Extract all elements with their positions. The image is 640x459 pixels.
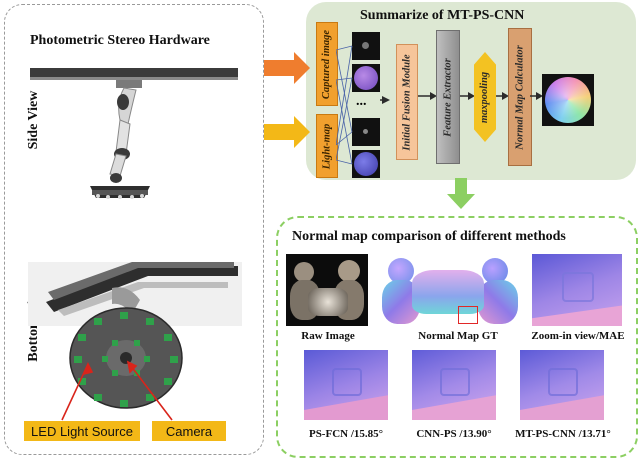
raw-image-thumb xyxy=(286,254,368,326)
mt-ps-cnn-result-thumb xyxy=(520,350,604,420)
captured-image-thumb-1 xyxy=(352,32,380,60)
initial-fusion-module-block: Initial Fusion Module xyxy=(396,44,418,160)
hardware-title: Photometric Stereo Hardware xyxy=(30,33,210,48)
light-map-thumb-1 xyxy=(352,118,380,146)
pipeline-title: Summarize of MT-PS-CNN xyxy=(360,8,525,23)
calculator-to-output-arrow xyxy=(530,92,543,100)
ceiling-rail xyxy=(30,68,238,77)
cnn-ps-result-thumb xyxy=(412,350,496,420)
light-ring-side xyxy=(90,186,150,199)
raw-image-caption: Raw Image xyxy=(301,330,355,342)
zoom-region-box xyxy=(458,306,478,324)
fusion-to-extractor-arrow xyxy=(418,92,437,100)
yellow-arrow-icon xyxy=(264,116,310,148)
captured-image-thumb-2 xyxy=(352,64,380,92)
comparison-panel xyxy=(276,216,638,458)
mt-ps-cnn-caption: MT-PS-CNN /13.71° xyxy=(515,428,611,440)
ellipsis-text: ... xyxy=(356,94,367,109)
zoom-in-gt-thumb xyxy=(532,254,622,326)
input-arrows xyxy=(264,52,310,148)
camera-tag: Camera xyxy=(152,421,226,441)
captured-image-column: Captured image xyxy=(316,22,338,106)
bottom-view-illustration xyxy=(28,262,242,421)
maxpooling-block: maxpooling xyxy=(474,52,496,142)
ps-fcn-caption: PS-FCN /15.85° xyxy=(308,428,384,440)
zoom-in-caption: Zoom-in view/MAE xyxy=(531,330,625,342)
ps-fcn-result-thumb xyxy=(304,350,388,420)
led-light-source-tag: LED Light Source xyxy=(24,421,140,441)
normal-map-calculator-block: Normal Map Calculator xyxy=(508,28,532,166)
hardware-panel xyxy=(4,4,264,455)
orange-arrow-icon xyxy=(264,52,310,84)
maxpool-to-calculator-arrow xyxy=(496,92,509,100)
side-view-robot-illustration xyxy=(30,68,238,199)
connector-lines xyxy=(336,45,390,165)
normal-map-gt-thumb xyxy=(376,254,524,326)
robot-arm xyxy=(109,87,137,183)
normal-map-gt-caption: Normal Map GT xyxy=(418,330,498,342)
output-normal-map-thumb xyxy=(542,74,594,126)
cnn-ps-caption: CNN-PS /13.90° xyxy=(416,428,492,440)
feature-extractor-block: Feature Extractor xyxy=(436,30,460,164)
extractor-to-maxpool-arrow xyxy=(460,92,475,100)
comparison-title: Normal map comparison of different metho… xyxy=(292,229,566,244)
down-arrow-icon xyxy=(447,178,475,209)
light-map-thumb-2 xyxy=(352,150,380,178)
light-map-column: Light-map xyxy=(316,114,338,178)
light-ring-bottom xyxy=(69,307,183,409)
